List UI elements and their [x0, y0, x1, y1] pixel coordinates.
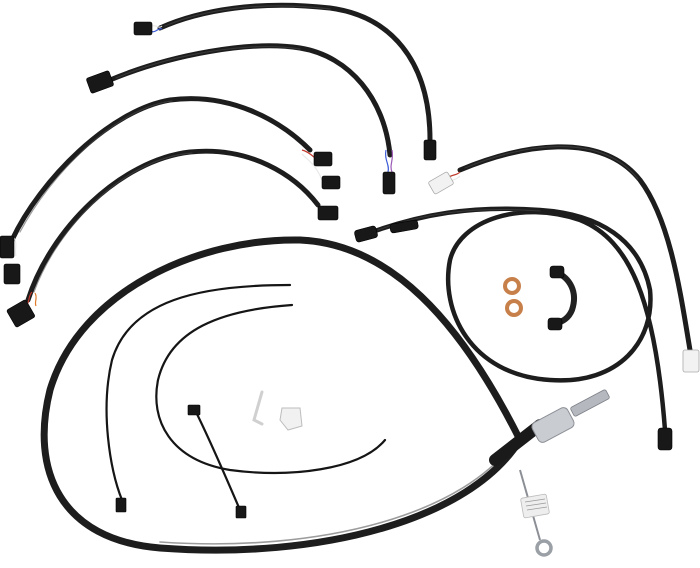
- copper-washer-2: [505, 299, 523, 317]
- banjo-fitting-top: [549, 265, 565, 279]
- clutch-cable-end-eyelet: [535, 539, 553, 557]
- copper-washer-1: [503, 277, 521, 295]
- wiring-harness-4: [6, 148, 339, 328]
- harness-4-connector-left: [6, 299, 35, 328]
- harness-3-connector-b: [321, 175, 341, 190]
- wiring-harness-1: [133, 2, 437, 161]
- copper-washers: [503, 277, 523, 317]
- brake-line-fitting-left: [354, 225, 378, 243]
- clutch-cable: [40, 236, 610, 557]
- zip-tie-1-head: [115, 497, 127, 513]
- banjo-fitting-bottom: [547, 317, 563, 331]
- white-connector-top: [428, 171, 454, 195]
- harness-1-connector-right: [423, 139, 437, 161]
- zip-tie-1: [105, 283, 292, 502]
- clutch-cable-adjuster: [531, 407, 575, 443]
- clutch-cable-tag: [520, 493, 550, 519]
- wiring-harness-3: [0, 96, 341, 285]
- brake-line-sleeve: [389, 219, 419, 234]
- zip-tie-3-tail: [235, 505, 247, 519]
- wiring-harness-2: [86, 43, 396, 195]
- plastic-clip: [279, 407, 303, 431]
- harness-3-connector-a: [313, 151, 333, 167]
- harness-4-connector-right: [317, 205, 339, 221]
- zip-tie-3: [193, 408, 242, 512]
- wiring-harness-5: [428, 144, 700, 373]
- harness-1-connector-left: [133, 21, 153, 36]
- clutch-cable-threaded-end: [570, 389, 610, 417]
- zip-ties: [105, 283, 387, 519]
- zip-tie-3-head: [187, 404, 201, 416]
- harness-3-connector-left-b: [3, 263, 21, 285]
- wire-clip: [252, 390, 264, 426]
- brake-line-fitting-right: [657, 427, 673, 451]
- harness-3-connector-left-a: [0, 235, 15, 259]
- harness-2-connector-left: [86, 70, 114, 94]
- brake-line: [354, 206, 673, 451]
- banjo-fitting: [547, 265, 577, 331]
- white-connector-bottom: [682, 349, 700, 373]
- zip-tie-2: [155, 303, 387, 474]
- mounting-clips: [252, 390, 303, 431]
- harness-2-connector-right: [382, 171, 396, 195]
